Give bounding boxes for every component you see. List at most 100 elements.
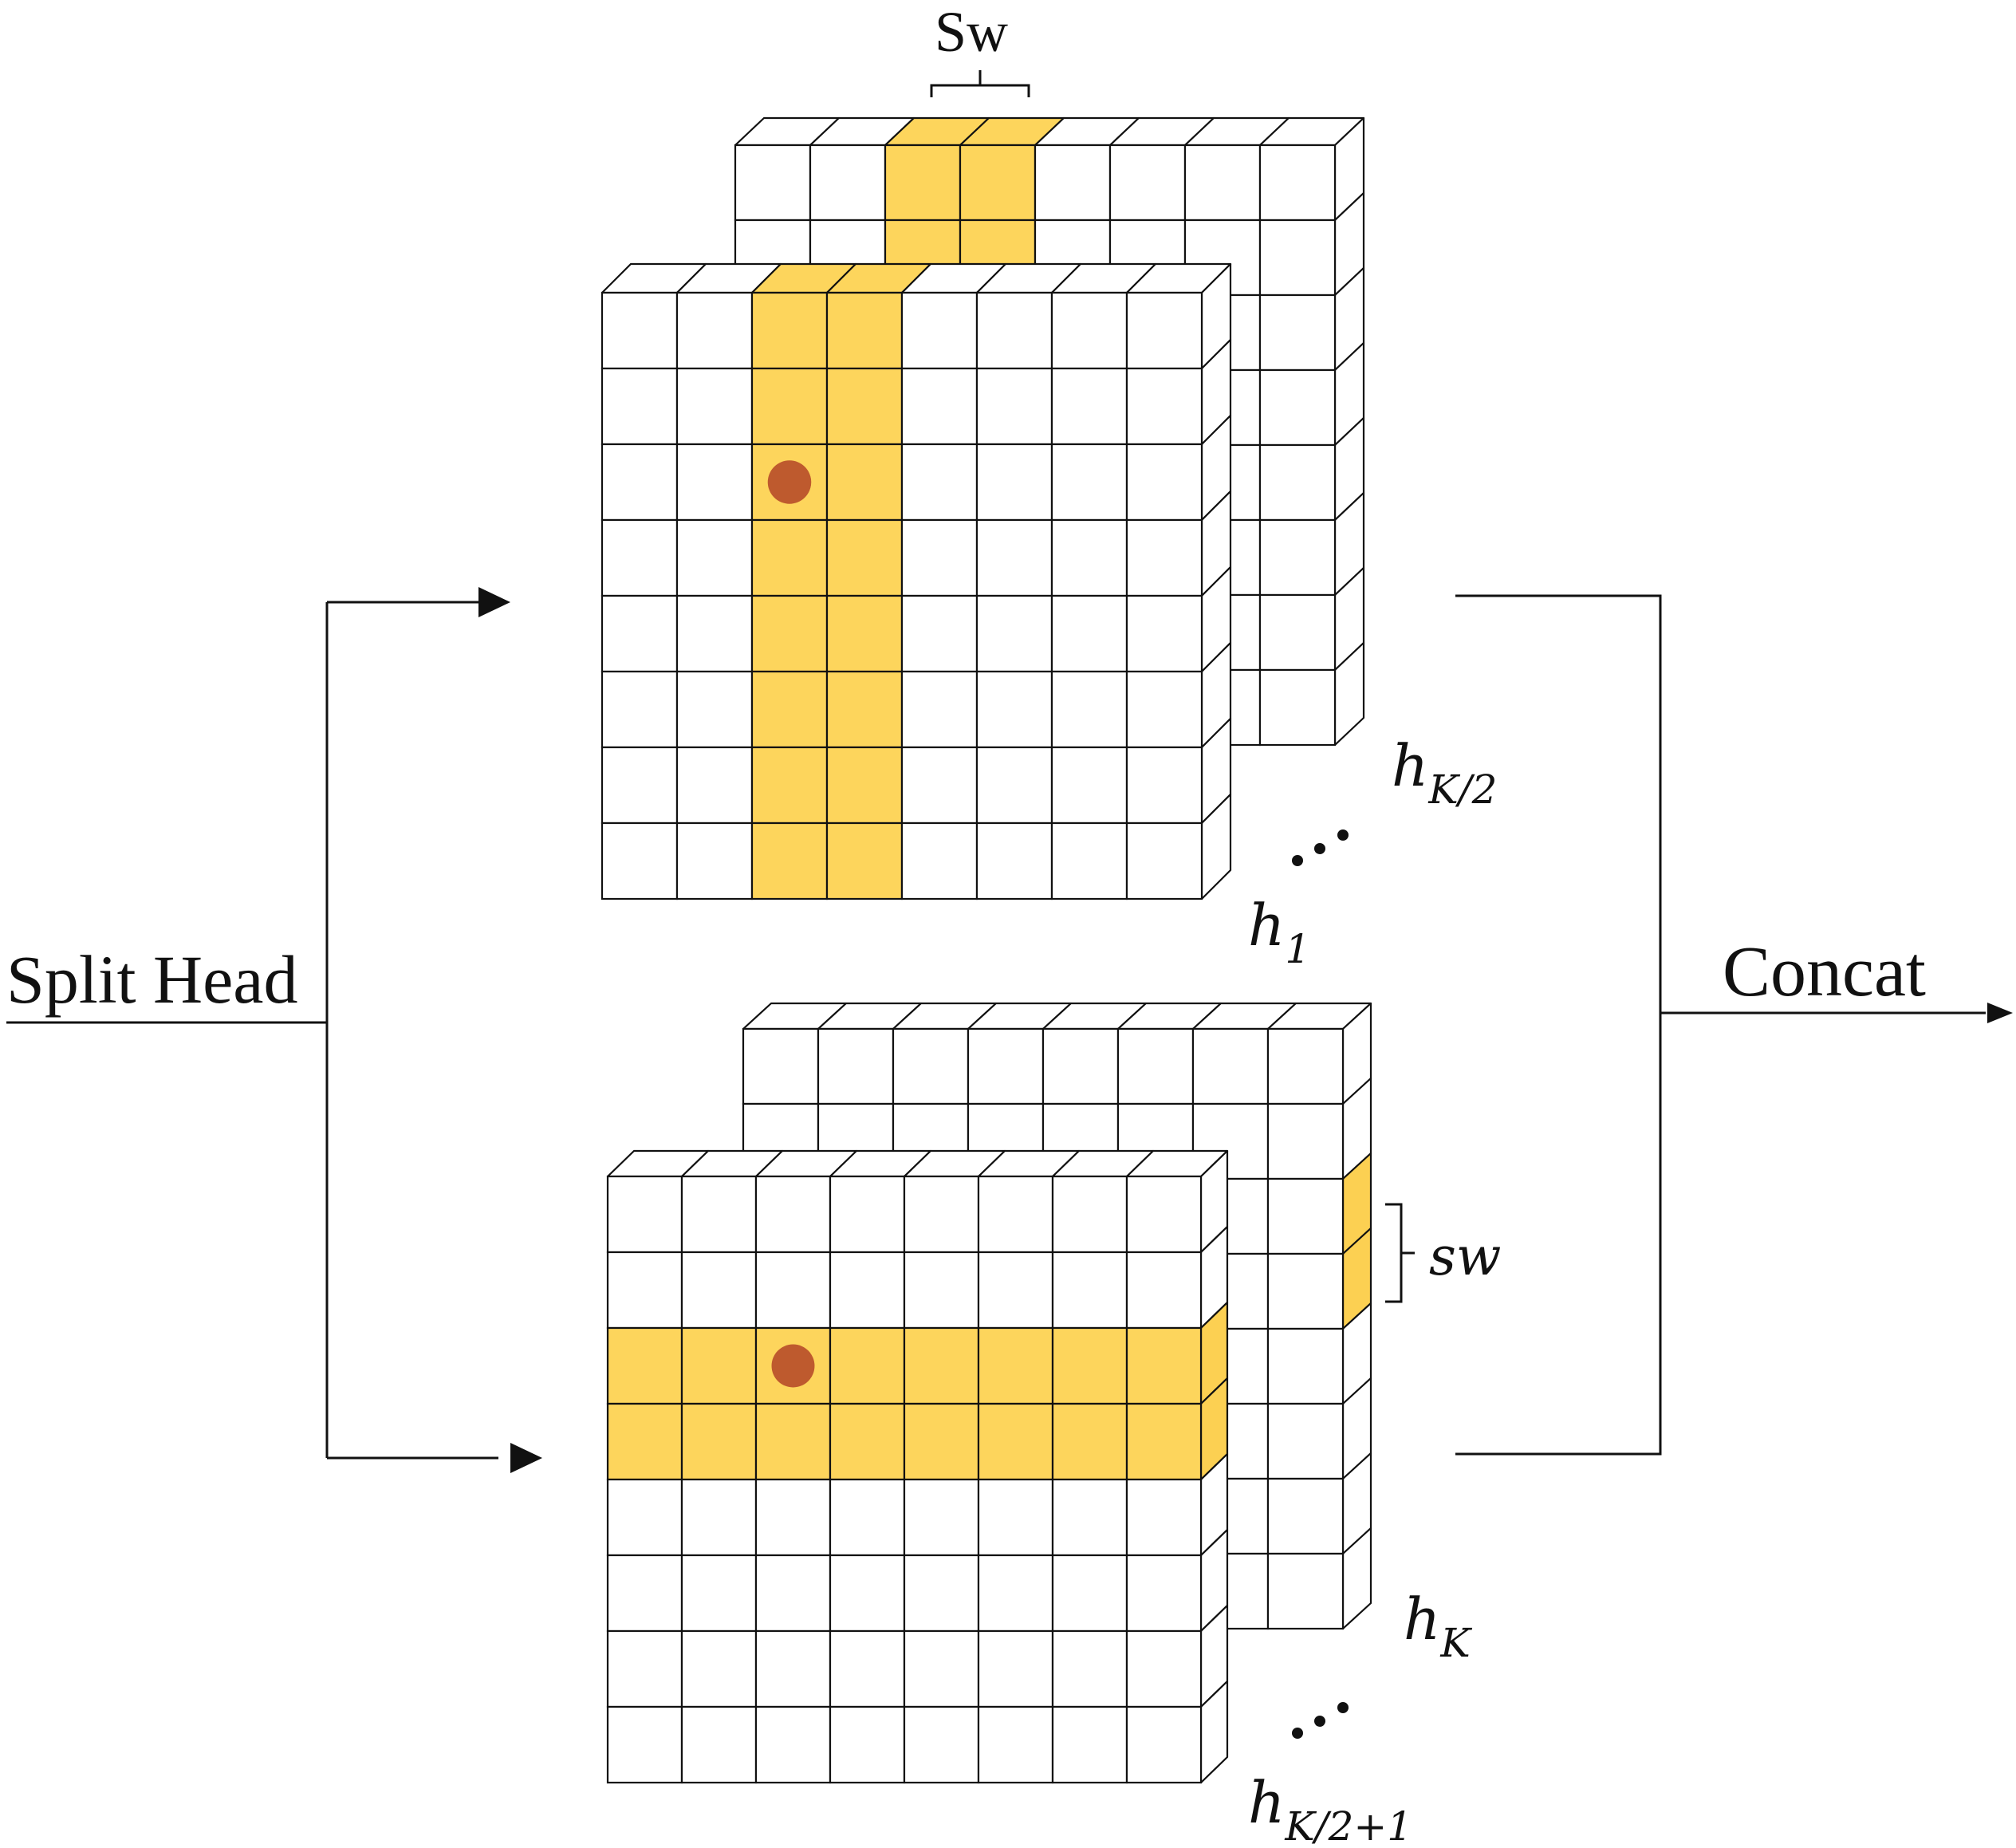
- grid-cell: [884, 144, 962, 222]
- grid-cell: [1183, 144, 1262, 222]
- grid-cell: [680, 1402, 758, 1481]
- arrowhead-lower: [510, 1443, 542, 1473]
- grid-cell: [750, 291, 829, 370]
- grid-cell: [1050, 443, 1128, 522]
- grid-cell: [977, 1326, 1054, 1405]
- grid-cell: [1266, 1327, 1345, 1405]
- grid-cell: [1051, 1326, 1128, 1405]
- grid-cell: [900, 367, 978, 446]
- grid-cell: [903, 1402, 980, 1481]
- grid-cell: [1051, 1478, 1128, 1557]
- grid-cell: [977, 1705, 1054, 1784]
- ellipsis-lower: [1292, 1702, 1349, 1739]
- grid-cell: [1258, 443, 1337, 522]
- grid-cell: [1108, 144, 1187, 222]
- grid-cell: [829, 1175, 906, 1254]
- grid-cell: [606, 1175, 683, 1254]
- grid-cell: [1266, 1027, 1345, 1105]
- grid-cell: [754, 1554, 832, 1633]
- grid-cell: [977, 1554, 1054, 1633]
- grid-cell: [1051, 1629, 1128, 1708]
- grid-cell: [1051, 1554, 1128, 1633]
- grid-cell: [900, 594, 978, 673]
- grid-cell: [967, 1027, 1045, 1105]
- head-label-h1: h1: [1248, 892, 1310, 972]
- head-label-hk: hK: [1404, 1586, 1472, 1666]
- grid-cell: [1051, 1251, 1128, 1330]
- grid-cell: [750, 518, 829, 597]
- grid-cell: [975, 291, 1053, 370]
- split-head-label: Split Head: [6, 941, 297, 1018]
- grid-cell: [1125, 594, 1203, 673]
- grid-cell: [900, 670, 978, 749]
- grid-cell: [1034, 144, 1112, 222]
- grid-cell: [1258, 144, 1337, 222]
- grid-cell: [1125, 746, 1203, 825]
- grid-cell: [903, 1326, 980, 1405]
- grid-cell: [825, 594, 904, 673]
- grid-cell: [754, 1402, 832, 1481]
- sw-side-brace: [1385, 1203, 1415, 1303]
- block-h-k2p1-front: [606, 1149, 1229, 1784]
- grid-cell: [829, 1705, 906, 1784]
- grid-cell: [675, 746, 754, 825]
- grid-cell: [825, 518, 904, 597]
- grid-cell: [675, 822, 754, 900]
- grid-cell: [754, 1251, 832, 1330]
- grid-cell: [829, 1251, 906, 1330]
- query-token-dot: [771, 1344, 815, 1388]
- grid-cell: [600, 367, 679, 446]
- grid-cell: [1125, 1326, 1203, 1405]
- grid-cell: [1050, 746, 1128, 825]
- grid-cell: [975, 518, 1053, 597]
- sw-side-label: sw: [1429, 1226, 1501, 1287]
- concat-bracket: [1455, 594, 1662, 1456]
- grid-cell: [903, 1705, 980, 1784]
- block-h1-front: [600, 262, 1232, 900]
- grid-cell: [1258, 518, 1337, 597]
- grid-cell: [1125, 670, 1203, 749]
- lower-head-group: [606, 1002, 1372, 1784]
- grid-cell: [675, 443, 754, 522]
- grid-cell: [606, 1629, 683, 1708]
- grid-cell: [600, 443, 679, 522]
- grid-cell: [825, 443, 904, 522]
- grid-cell: [1266, 1552, 1345, 1630]
- grid-cell: [675, 594, 754, 673]
- grid-cell: [734, 144, 812, 222]
- grid-cell: [1050, 367, 1128, 446]
- grid-cell: [1266, 1477, 1345, 1555]
- grid-cell: [606, 1478, 683, 1557]
- grid-cell: [742, 1027, 820, 1105]
- grid-cell: [600, 291, 679, 370]
- grid-cell: [1125, 1554, 1203, 1633]
- grid-cell: [903, 1554, 980, 1633]
- concat-connector: [1455, 594, 2013, 1456]
- query-token-dot: [767, 460, 812, 504]
- grid-cell: [680, 1478, 758, 1557]
- grid-cell: [600, 746, 679, 825]
- grid-cell: [900, 746, 978, 825]
- grid-cell: [1125, 1175, 1203, 1254]
- grid-cell: [680, 1554, 758, 1633]
- grid-cell: [680, 1251, 758, 1330]
- grid-cell: [750, 670, 829, 749]
- head-stacks: [600, 116, 1372, 1784]
- ellipsis-upper: [1292, 829, 1349, 866]
- grid-cell: [975, 367, 1053, 446]
- grid-cell: [900, 291, 978, 370]
- grid-cell: [606, 1402, 683, 1481]
- grid-cell: [1125, 1629, 1203, 1708]
- grid-cell: [680, 1705, 758, 1784]
- grid-cell: [829, 1554, 906, 1633]
- grid-cell: [606, 1554, 683, 1633]
- grid-cell: [1125, 518, 1203, 597]
- grid-cell: [754, 1705, 832, 1784]
- sw-top-label: Sw: [935, 0, 1008, 64]
- grid-cell: [1258, 593, 1337, 672]
- grid-cell: [750, 367, 829, 446]
- grid-cell: [1266, 1102, 1345, 1180]
- grid-cell: [903, 1251, 980, 1330]
- grid-cell: [977, 1478, 1054, 1557]
